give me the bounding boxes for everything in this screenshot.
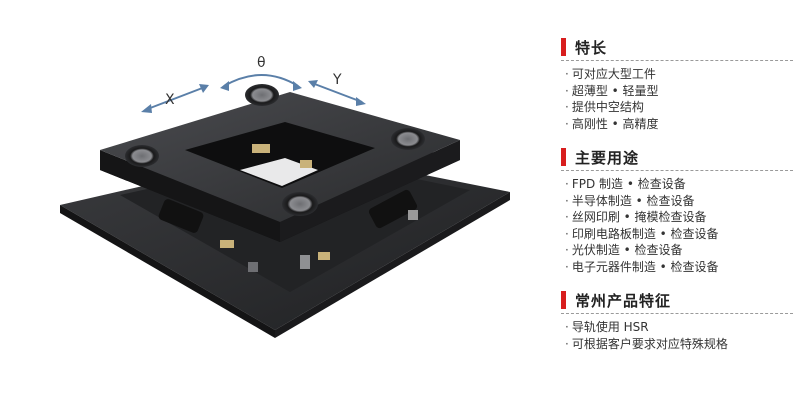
list-item: ·提供中空结构 (561, 99, 659, 116)
list-item: ·光伏制造 • 检查设备 (561, 242, 719, 259)
corner-holes (125, 84, 425, 216)
list-item: ·导轨使用 HSR (561, 319, 728, 336)
list-item: ·半导体制造 • 检查设备 (561, 193, 719, 210)
list-item: ·印刷电路板制造 • 检查设备 (561, 226, 719, 243)
section-divider (561, 60, 793, 61)
section-title: 主要用途 (575, 148, 640, 167)
x-arrow-head-left (141, 104, 152, 113)
accent-bar (561, 38, 566, 56)
bullet-icon: · (565, 83, 569, 98)
list-item-text: 可根据客户要求对应特殊规格 (571, 336, 728, 351)
list-item-text: 超薄型 • 轻量型 (571, 83, 659, 98)
bullet-icon: · (565, 259, 569, 274)
bullet-icon: · (565, 226, 569, 241)
list-item-text: 丝网印刷 • 掩模检查设备 (571, 210, 707, 224)
motion-arrows (144, 74, 363, 111)
list-item: ·FPD 制造 • 检查设备 (561, 176, 719, 193)
xy-theta-stage-image: X θ Y (60, 55, 510, 338)
y-arrow-head-right (356, 97, 366, 106)
changzhou-feature-list: ·导轨使用 HSR·可根据客户要求对应特殊规格 (561, 319, 728, 352)
application-list: ·FPD 制造 • 检查设备·半导体制造 • 检查设备·丝网印刷 • 掩模检查设… (561, 176, 719, 275)
list-item-text: 电子元器件制造 • 检查设备 (571, 259, 719, 274)
x-arrow-head-right (199, 84, 209, 93)
list-item-text: FPD 制造 • 检查设备 (571, 177, 686, 191)
section-title: 特长 (575, 38, 608, 57)
bullet-icon: · (565, 243, 569, 257)
list-item-text: 印刷电路板制造 • 检查设备 (571, 226, 719, 241)
list-item-text: 提供中空结构 (571, 100, 644, 114)
accent-bar (561, 148, 566, 166)
list-item-text: 导轨使用 HSR (571, 320, 649, 334)
list-item: ·丝网印刷 • 掩模检查设备 (561, 209, 719, 226)
feature-list: ·可对应大型工件·超薄型 • 轻量型·提供中空结构·高刚性 • 高精度 (561, 66, 659, 132)
list-item-text: 高刚性 • 高精度 (571, 116, 659, 131)
list-item-text: 光伏制造 • 检查设备 (571, 243, 683, 257)
y-arrow-head-left (308, 80, 318, 88)
bullet-icon: · (565, 320, 569, 334)
list-item: ·高刚性 • 高精度 (561, 116, 659, 133)
bullet-icon: · (565, 177, 569, 191)
bullet-icon: · (565, 116, 569, 131)
section-changzhou-features: 常州产品特征 ·导轨使用 HSR·可根据客户要求对应特殊规格 (561, 289, 797, 351)
section-features: 特长 ·可对应大型工件·超薄型 • 轻量型·提供中空结构·高刚性 • 高精度 (561, 36, 797, 131)
accent-bar (561, 291, 566, 309)
list-item: ·超薄型 • 轻量型 (561, 83, 659, 100)
theta-arrow-head-right (293, 81, 302, 91)
theta-axis-label: θ (257, 55, 266, 71)
x-axis-label: X (165, 92, 175, 108)
list-item: ·可根据客户要求对应特殊规格 (561, 336, 728, 353)
section-divider (561, 313, 793, 314)
bullet-icon: · (565, 193, 569, 208)
list-item-text: 半导体制造 • 检查设备 (571, 193, 695, 208)
top-plate (100, 92, 460, 242)
list-item: ·电子元器件制造 • 检查设备 (561, 259, 719, 276)
bullet-icon: · (565, 67, 569, 81)
bullet-icon: · (565, 210, 569, 224)
list-item-text: 可对应大型工件 (571, 67, 656, 81)
section-divider (561, 170, 793, 171)
list-item: ·可对应大型工件 (561, 66, 659, 83)
y-axis-label: Y (332, 72, 342, 88)
section-applications: 主要用途 ·FPD 制造 • 检查设备·半导体制造 • 检查设备·丝网印刷 • … (561, 146, 797, 274)
section-title: 常州产品特征 (575, 291, 672, 310)
bullet-icon: · (565, 336, 569, 351)
bullet-icon: · (565, 100, 569, 114)
theta-arrow-head-left (220, 81, 229, 91)
